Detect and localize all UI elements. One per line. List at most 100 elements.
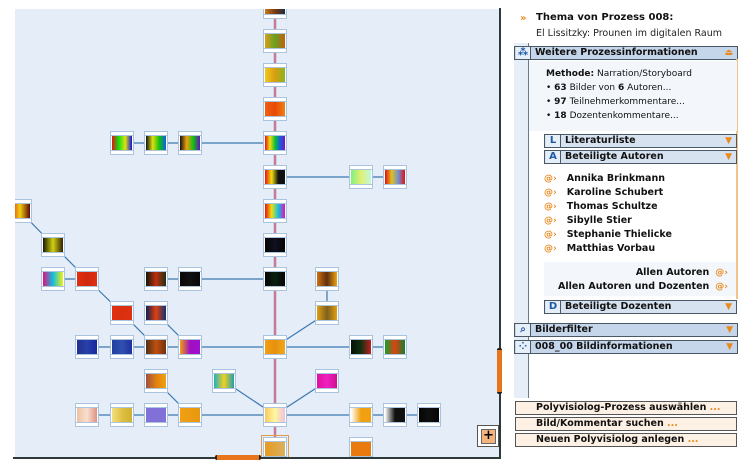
image-node[interactable] [383,335,407,359]
film-sprocket [264,116,286,120]
author-item[interactable]: @›Sibylle Stier [544,215,632,226]
image-node[interactable] [263,97,287,121]
new-polyvisiolog-button[interactable]: Neuen Polyvisiolog anlegen ... [515,433,737,447]
film-sprocket [384,184,406,188]
image-node[interactable] [212,369,236,393]
film-sprocket [15,218,31,222]
image-node[interactable] [263,403,287,427]
mail-all-authors-teachers-link[interactable]: Allen Autoren und Dozenten@› [558,281,728,292]
image-node[interactable] [263,233,287,257]
image-node[interactable] [144,301,168,325]
image-node[interactable] [75,335,99,359]
image-node[interactable] [263,165,287,189]
expand-down-icon[interactable]: ▼ [726,325,733,335]
authors-header[interactable]: A Beteiligte Autoren ▼ [544,150,737,164]
image-node[interactable] [315,267,339,291]
film-sprocket [418,422,440,426]
teachers-header[interactable]: D Beteiligte Dozenten ▼ [544,300,737,314]
author-item[interactable]: @›Annika Brinkmann [544,173,665,184]
image-node[interactable] [144,335,168,359]
image-node[interactable] [349,437,373,458]
author-item[interactable]: @›Stephanie Thielicke [544,229,672,240]
stat-teacher-comments[interactable]: • 18 Dozentenkommentare... [546,111,679,121]
image-node[interactable] [144,267,168,291]
image-node[interactable] [75,403,99,427]
image-thumbnail [385,340,405,354]
process-graph-canvas[interactable] [15,9,499,458]
image-node[interactable] [144,131,168,155]
image-node[interactable] [144,403,168,427]
image-node[interactable] [349,165,373,189]
image-node[interactable] [41,233,65,257]
literature-list-header[interactable]: L Literaturliste ▼ [544,134,737,148]
image-node[interactable] [349,403,373,427]
vertical-scroll-handle[interactable] [497,348,502,394]
image-node[interactable] [263,131,287,155]
image-node[interactable] [263,199,287,223]
image-node[interactable] [383,165,407,189]
film-sprocket [179,336,201,340]
author-item[interactable]: @›Karoline Schubert [544,187,663,198]
image-node[interactable] [15,199,32,223]
image-node[interactable] [144,369,168,393]
film-sprocket [350,184,372,188]
email-icon: @› [544,244,557,254]
film-sprocket [316,286,338,290]
search-image-comment-label: Bild/Kommentar suchen [536,418,664,429]
film-sprocket [384,354,406,358]
expand-down-icon[interactable]: ▼ [725,152,732,162]
more-info-header[interactable]: ⁂ Weitere Prozessinformationen ⏏ [514,46,738,60]
image-node[interactable] [110,403,134,427]
image-node[interactable] [178,335,202,359]
image-node[interactable] [315,301,339,325]
stat-images[interactable]: • 63 Bilder von 6 Autoren... [546,83,672,93]
image-thumbnail [265,9,285,14]
image-node[interactable] [110,301,134,325]
image-node[interactable] [263,9,287,19]
image-thumbnail [146,340,166,354]
image-filter-header[interactable]: ⌕ Bilderfilter ▼ [514,323,738,337]
image-node[interactable] [178,267,202,291]
image-node[interactable] [110,335,134,359]
stat-num: 18 [554,111,567,121]
horizontal-scroll-handle[interactable] [215,455,261,460]
image-node[interactable] [263,29,287,53]
image-thumbnail [77,408,97,422]
select-process-button[interactable]: Polyvisiolog-Prozess auswählen ... [515,401,737,415]
film-sprocket [264,82,286,86]
image-thumbnail [146,136,166,150]
film-sprocket [350,404,372,408]
mail-all-authors-link[interactable]: Allen Autoren@› [636,267,728,278]
image-node[interactable] [178,131,202,155]
email-icon: @› [544,202,557,212]
film-sprocket [76,286,98,290]
image-node[interactable] [417,403,441,427]
film-sprocket [264,30,286,34]
image-node[interactable] [75,267,99,291]
search-image-comment-button[interactable]: Bild/Kommentar suchen ... [515,417,737,431]
image-thumbnail [15,204,30,218]
author-item[interactable]: @›Thomas Schultze [544,201,658,212]
method-value: Narration/Storyboard [596,69,693,79]
expand-down-icon[interactable]: ▼ [725,302,732,312]
zoom-button[interactable]: + [477,425,499,447]
author-item[interactable]: @›Matthias Vorbau [544,243,655,254]
stat-participant-comments[interactable]: • 97 Teilnehmerkommentare... [546,97,685,107]
image-node[interactable] [41,267,65,291]
expand-down-icon[interactable]: ▼ [726,342,733,352]
image-node[interactable] [349,335,373,359]
collapse-up-icon[interactable]: ⏏ [724,48,733,58]
image-node[interactable] [178,403,202,427]
film-sprocket [15,200,31,204]
image-node[interactable] [110,131,134,155]
stat-text: Bilder von [566,83,618,93]
image-node[interactable] [263,267,287,291]
expand-down-icon[interactable]: ▼ [725,136,732,146]
image-info-header[interactable]: ⁘ 008_00 Bildinformationen ▼ [514,340,738,354]
image-node[interactable] [263,63,287,87]
image-node[interactable] [261,435,289,458]
image-node[interactable] [383,403,407,427]
image-node[interactable] [315,369,339,393]
double-chevron-icon: » [520,13,527,24]
image-node[interactable] [263,335,287,359]
